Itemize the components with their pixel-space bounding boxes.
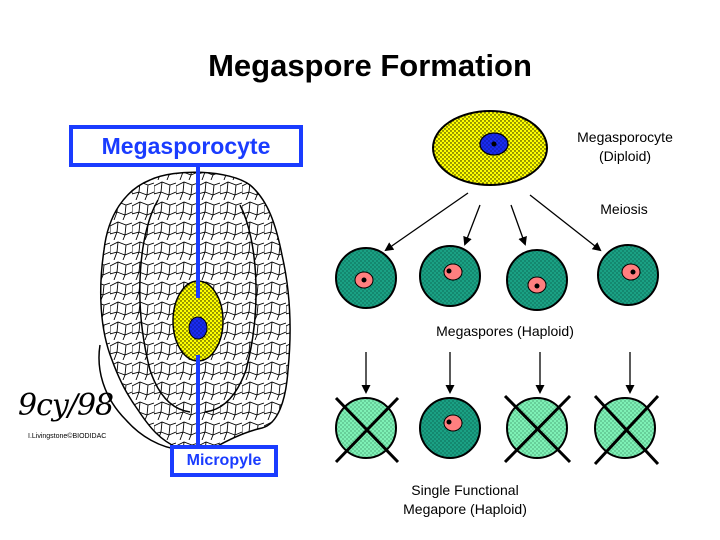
- megaspore-row: [335, 244, 659, 311]
- micropyle-callout: Micropyle: [171, 446, 277, 476]
- final-row: [334, 394, 660, 466]
- artist-signature: 9cy/98: [18, 388, 114, 423]
- degeneration-arrows: [361, 352, 635, 394]
- degenerate-megaspore-1: [334, 396, 400, 464]
- functional-label-line1: Single Functional: [411, 482, 519, 498]
- megaspore-1: [335, 247, 397, 309]
- degenerate-megaspore-3: [593, 394, 660, 466]
- page-title: Megaspore Formation: [208, 48, 532, 83]
- meiosis-arrows: [384, 192, 602, 252]
- meiosis-label: Meiosis: [600, 201, 648, 217]
- megasporocyte-callout: Megasporocyte: [70, 126, 302, 166]
- megasporocyte-label-line1: Megasporocyte: [577, 129, 673, 145]
- functional-megaspore-label: Single Functional Megapore (Haploid): [380, 481, 550, 519]
- ovule-illustration: [98, 160, 291, 451]
- megaspore-4: [597, 244, 659, 306]
- megasporocyte-label-line2: (Diploid): [598, 148, 652, 164]
- functional-megaspore: [419, 397, 481, 459]
- image-credit: I.Livingstone©BIODIDAC: [28, 433, 107, 440]
- megasporocyte-label: Megasporocyte (Diploid): [560, 128, 690, 166]
- megaspores-label: Megaspores (Haploid): [436, 323, 574, 339]
- functional-label-line2: Megapore (Haploid): [403, 501, 527, 517]
- degenerate-megaspore-2: [503, 394, 572, 464]
- megaspore-2: [419, 245, 481, 307]
- megaspore-3: [506, 249, 568, 311]
- ovule-nucleus: [188, 316, 208, 340]
